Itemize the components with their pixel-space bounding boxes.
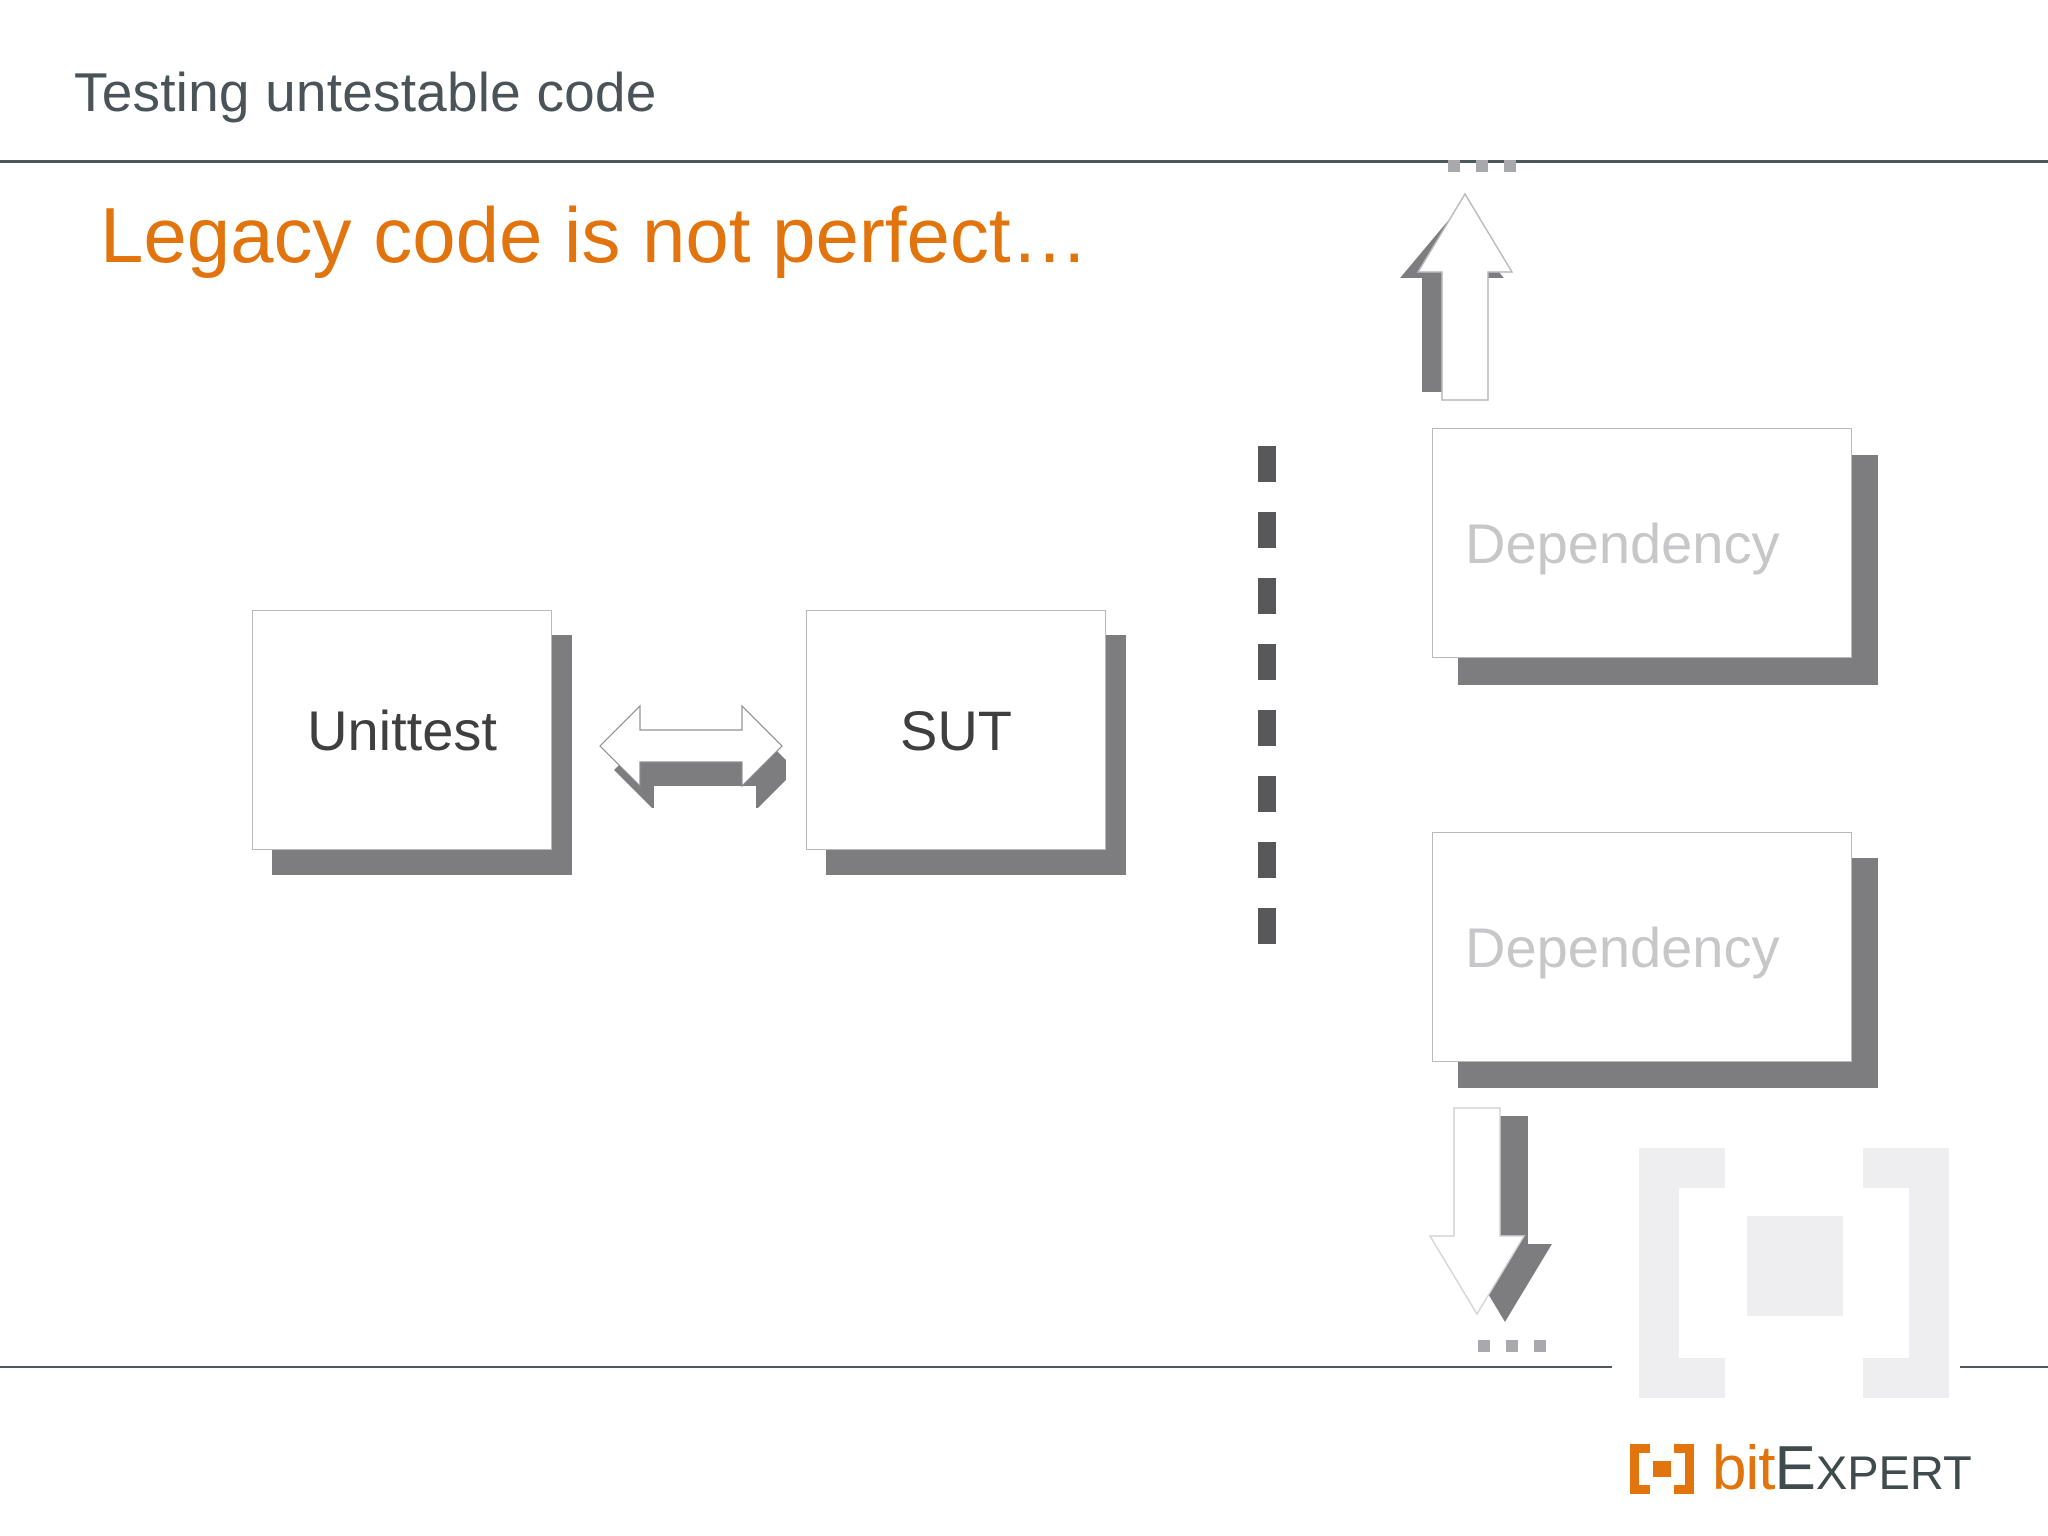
bitexpert-bracket-watermark-icon — [1639, 1148, 1949, 1398]
headline-text: Legacy code is not perfect… — [100, 191, 1089, 279]
dash-segment — [1258, 908, 1276, 944]
dash-segment — [1258, 578, 1276, 614]
bitexpert-bracket-icon — [1630, 1444, 1694, 1494]
dot-icon — [1476, 160, 1488, 172]
arrow-down-icon — [1428, 1100, 1558, 1330]
logo-expert-cap: E — [1774, 1434, 1816, 1503]
dot-icon — [1448, 160, 1460, 172]
dash-segment — [1258, 776, 1276, 812]
boundary-dashed-divider — [1258, 446, 1276, 964]
arrow-up-icon — [1400, 180, 1530, 420]
dash-segment — [1258, 710, 1276, 746]
dot-icon — [1504, 160, 1516, 172]
logo-expert-text: EXPERT — [1774, 1438, 1971, 1500]
dot-icon — [1534, 1340, 1546, 1352]
dependency-box-2[interactable]: Dependency — [1432, 832, 1852, 1062]
header-divider — [0, 160, 2048, 163]
ellipsis-top-icon — [1448, 160, 1516, 172]
sut-box-label: SUT — [900, 698, 1012, 762]
dependency-box-label: Dependency — [1465, 915, 1780, 979]
dash-segment — [1258, 446, 1276, 482]
dash-segment — [1258, 842, 1276, 878]
footer-divider-right — [1960, 1366, 2048, 1368]
dot-icon — [1506, 1340, 1518, 1352]
unittest-box-label: Unittest — [307, 698, 497, 762]
sut-box[interactable]: SUT — [806, 610, 1106, 850]
dot-icon — [1478, 1340, 1490, 1352]
unittest-box[interactable]: Unittest — [252, 610, 552, 850]
dash-segment — [1258, 512, 1276, 548]
page-title: Testing untestable code — [74, 61, 657, 123]
logo-expert-rest: XPERT — [1815, 1446, 1972, 1499]
ellipsis-bottom-icon — [1478, 1340, 1546, 1352]
dependency-box-1[interactable]: Dependency — [1432, 428, 1852, 658]
double-headed-arrow-icon — [596, 688, 786, 808]
bitexpert-logo: bit EXPERT — [1630, 1438, 1972, 1500]
dependency-box-label: Dependency — [1465, 511, 1780, 575]
dash-segment — [1258, 644, 1276, 680]
footer-divider-left — [0, 1366, 1612, 1368]
logo-bit-text: bit — [1712, 1434, 1775, 1503]
